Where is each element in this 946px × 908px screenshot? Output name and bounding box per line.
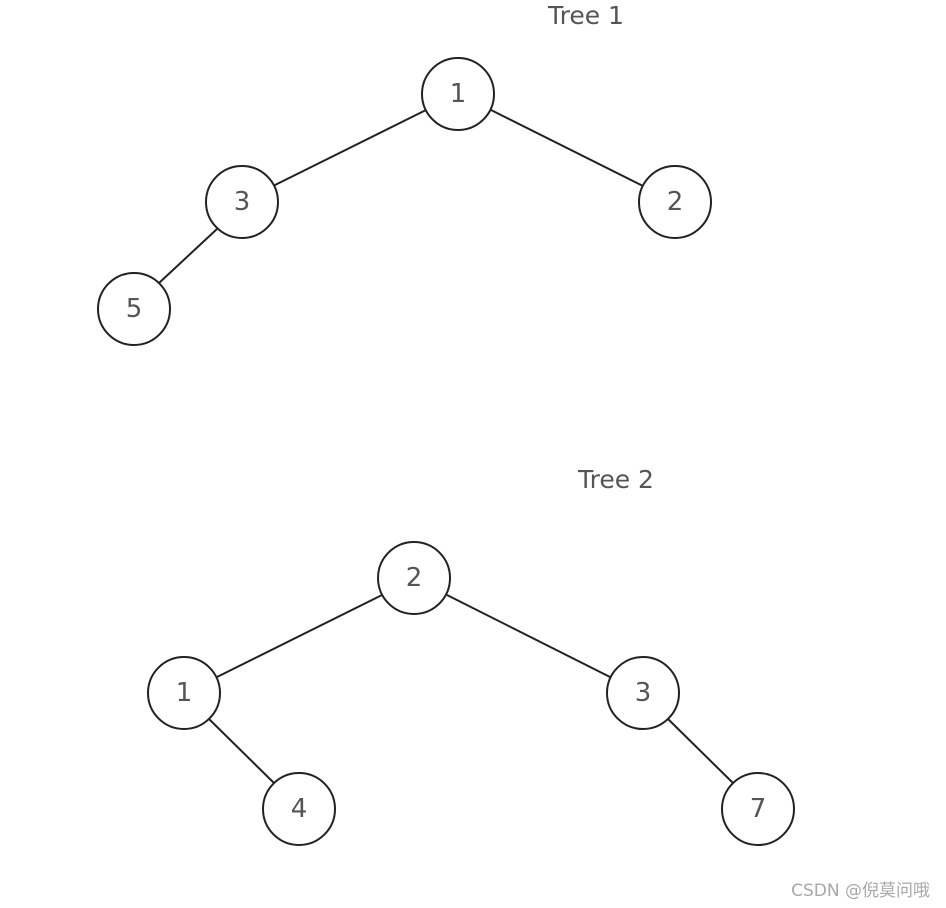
tree-2-edge-3-7 — [667, 718, 734, 784]
tree-1-edge-3-5 — [158, 228, 218, 284]
tree-1-node-root-label: 1 — [450, 79, 467, 109]
tree-1-node-left-left: 5 — [97, 272, 171, 346]
tree-1-title: Tree 1 — [547, 1, 624, 30]
tree-2-edge-2-3 — [446, 594, 611, 678]
tree-1-node-right-label: 2 — [667, 187, 684, 217]
tree-2-node-right: 3 — [606, 656, 680, 730]
tree-2-edge-2-1 — [216, 594, 383, 678]
tree-2-node-left-label: 1 — [176, 678, 193, 708]
tree-2-edge-1-4 — [208, 718, 275, 784]
tree-2-node-left-right: 4 — [262, 772, 336, 846]
csdn-watermark: CSDN @倪莫问哦 — [791, 881, 930, 901]
tree-2-node-right-label: 3 — [635, 678, 652, 708]
tree-1-node-right: 2 — [638, 165, 712, 239]
tree-2-node-root: 2 — [377, 541, 451, 615]
tree-1-edge-1-2 — [490, 109, 644, 187]
tree-2-node-left: 1 — [147, 656, 221, 730]
tree-2-node-right-right: 7 — [721, 772, 795, 846]
tree-2-node-right-right-label: 7 — [750, 794, 767, 824]
tree-2-title: Tree 2 — [577, 465, 654, 494]
tree-1-node-left: 3 — [205, 165, 279, 239]
tree-2-node-root-label: 2 — [406, 563, 423, 593]
tree-1-node-left-left-label: 5 — [126, 294, 143, 324]
tree-1-node-left-label: 3 — [234, 187, 251, 217]
tree-1-node-root: 1 — [421, 57, 495, 131]
tree-1: Tree 1 1 3 2 5 — [97, 1, 712, 346]
tree-1-edge-1-3 — [272, 109, 427, 187]
tree-2: Tree 2 2 1 3 4 7 — [147, 465, 795, 846]
tree-2-node-left-right-label: 4 — [291, 794, 308, 824]
